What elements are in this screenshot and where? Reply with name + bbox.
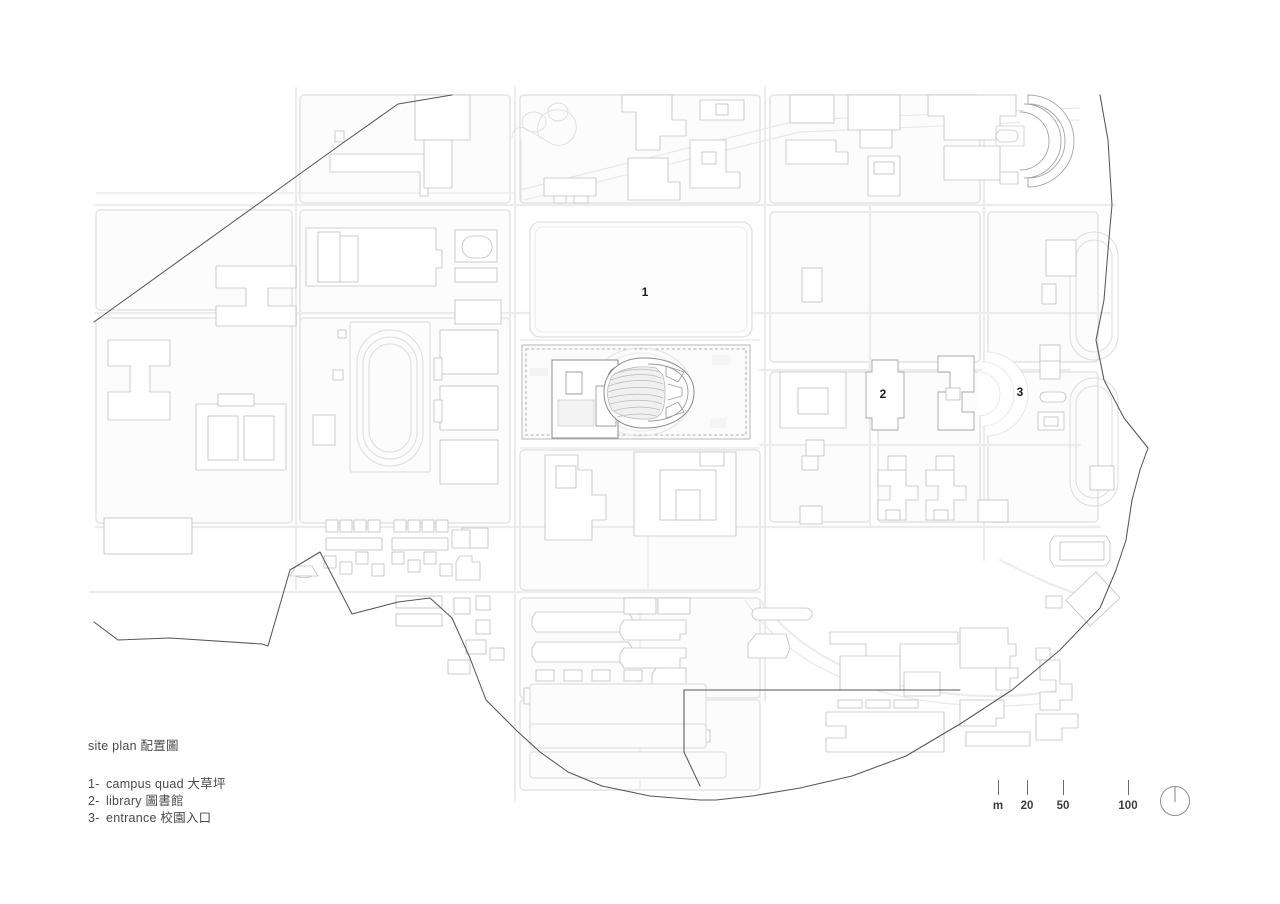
drawing-title: site plan 配置圖 xyxy=(88,739,179,753)
project-highlight xyxy=(521,344,751,440)
map-label-3: 3 xyxy=(1017,385,1024,399)
legend-label-3: entrance 校園入口 xyxy=(106,811,212,825)
scale-label-20: 20 xyxy=(1020,800,1034,812)
scale-tick-20 xyxy=(1027,780,1028,795)
scale-bar: m 20 50 100 xyxy=(985,780,1200,828)
legend-item-1: 1- campus quad 大草坪 xyxy=(88,776,226,793)
legend-label-1: campus quad 大草坪 xyxy=(106,777,226,791)
scale-tick-m xyxy=(998,780,999,795)
legend-key-3: 3- xyxy=(88,811,100,825)
scale-bar-ticks xyxy=(985,780,1145,798)
map-number-labels: 1 2 3 xyxy=(642,285,1024,401)
buildings-dormitory-grid xyxy=(523,597,813,779)
scale-tick-100 xyxy=(1128,780,1129,795)
scale-tick-50 xyxy=(1063,780,1064,795)
map-label-2: 2 xyxy=(880,387,887,401)
scale-bar-labels: m 20 50 100 xyxy=(985,800,1145,816)
campus-quad xyxy=(529,221,753,338)
legend-item-2: 2- library 圖書館 xyxy=(88,793,226,810)
buildings-central xyxy=(544,344,1067,541)
scale-label-100: 100 xyxy=(1118,800,1138,812)
legend: site plan 配置圖 1- campus quad 大草坪 2- libr… xyxy=(88,735,226,827)
campus-boundary xyxy=(93,94,1149,801)
legend-item-3: 3- entrance 校園入口 xyxy=(88,810,226,827)
buildings-north-central xyxy=(511,94,1077,305)
scale-label-m: m xyxy=(992,800,1004,812)
north-arrow-icon xyxy=(1160,786,1190,816)
legend-key-2: 2- xyxy=(88,794,100,808)
legend-label-2: library 圖書館 xyxy=(106,794,184,808)
auditorium-seating-lines xyxy=(607,368,665,418)
running-track xyxy=(312,231,1119,507)
map-label-1: 1 xyxy=(642,285,649,299)
buildings-southwest xyxy=(289,519,505,675)
scale-label-50: 50 xyxy=(1056,800,1070,812)
legend-key-1: 1- xyxy=(88,777,100,791)
buildings-northwest xyxy=(103,94,502,555)
